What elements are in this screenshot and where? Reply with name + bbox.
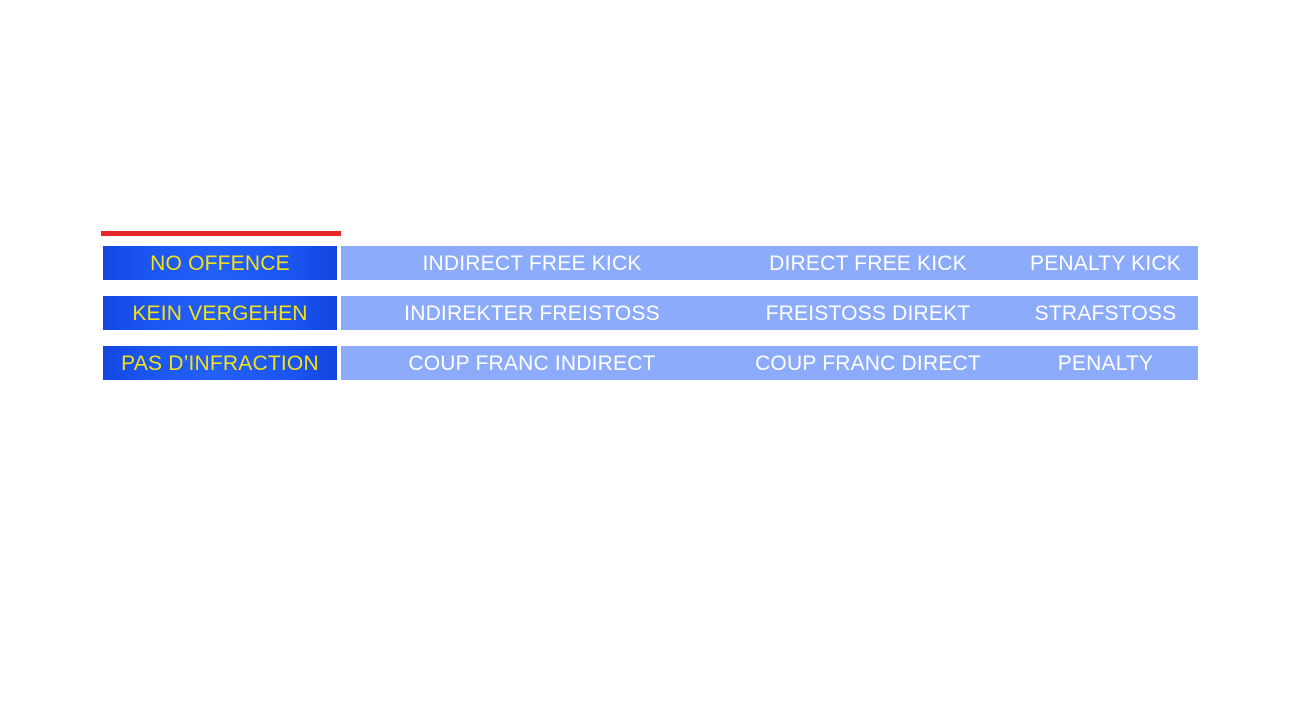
option-label: INDIREKTER FREISTOSS	[404, 301, 660, 325]
cell-divider	[337, 296, 341, 330]
option-cell[interactable]: FREISTOSS DIREKT	[723, 296, 1013, 330]
row-header-cell-french[interactable]: PAS D’INFRACTION	[103, 346, 337, 380]
option-label: PENALTY	[1057, 351, 1154, 375]
row-header-cell-english[interactable]: NO OFFENCE	[103, 246, 337, 280]
row-options-german: INDIREKTER FREISTOSS FREISTOSS DIREKT ST…	[341, 296, 1198, 330]
option-cell[interactable]: INDIREKTER FREISTOSS	[341, 296, 723, 330]
option-cell[interactable]: PENALTY KICK	[1013, 246, 1198, 280]
table-row: NO OFFENCE INDIRECT FREE KICK DIRECT FRE…	[103, 246, 1198, 280]
cell-divider	[337, 246, 341, 280]
option-cell[interactable]: PENALTY	[1013, 346, 1198, 380]
row-header-label: KEIN VERGEHEN	[132, 301, 308, 325]
option-label: FREISTOSS DIREKT	[765, 301, 971, 325]
row-options-english: INDIRECT FREE KICK DIRECT FREE KICK PENA…	[341, 246, 1198, 280]
row-header-cell-german[interactable]: KEIN VERGEHEN	[103, 296, 337, 330]
option-cell[interactable]: STRAFSTOSS	[1013, 296, 1198, 330]
row-options-french: COUP FRANC INDIRECT COUP FRANC DIRECT PE…	[341, 346, 1198, 380]
table-row: PAS D’INFRACTION COUP FRANC INDIRECT COU…	[103, 346, 1198, 380]
table-row: KEIN VERGEHEN INDIREKTER FREISTOSS FREIS…	[103, 296, 1198, 330]
red-accent-rule	[101, 231, 341, 236]
option-label: STRAFSTOSS	[1034, 301, 1177, 325]
row-header-label: PAS D’INFRACTION	[121, 351, 319, 375]
row-header-label: NO OFFENCE	[150, 251, 290, 275]
option-label: INDIRECT FREE KICK	[422, 251, 642, 275]
option-label: DIRECT FREE KICK	[769, 251, 967, 275]
option-label: PENALTY KICK	[1029, 251, 1181, 275]
option-cell[interactable]: INDIRECT FREE KICK	[341, 246, 723, 280]
option-label: COUP FRANC INDIRECT	[408, 351, 656, 375]
option-cell[interactable]: COUP FRANC INDIRECT	[341, 346, 723, 380]
cell-divider	[337, 346, 341, 380]
option-cell[interactable]: DIRECT FREE KICK	[723, 246, 1013, 280]
option-label: COUP FRANC DIRECT	[755, 351, 981, 375]
option-cell[interactable]: COUP FRANC DIRECT	[723, 346, 1013, 380]
